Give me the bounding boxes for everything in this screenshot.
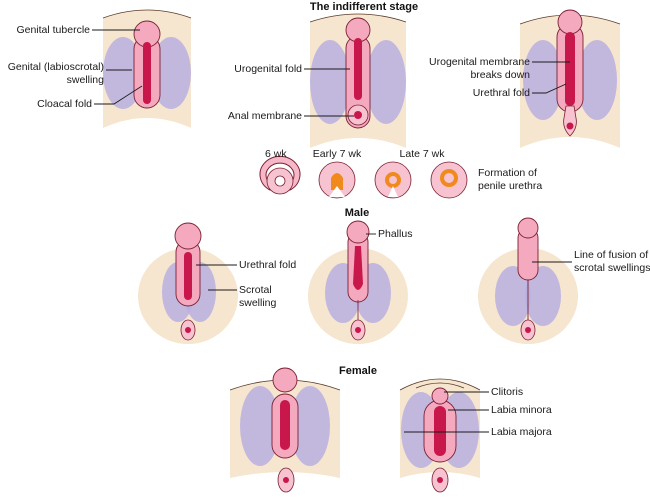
indifferent-figure-2 [309, 13, 407, 148]
male-figure-2 [308, 220, 408, 344]
label-urogenital-membrane-line1: Urogenital membrane [429, 56, 530, 68]
male-figure-1 [138, 222, 238, 344]
label-scrotal-swelling-line2: swelling [239, 297, 277, 309]
urethra-section-complete [430, 161, 468, 199]
urethra-section-6wk [259, 155, 301, 195]
label-phallus: Phallus [378, 228, 412, 240]
formation-caption-line2: penile urethra [478, 180, 542, 192]
leader-lines [92, 29, 572, 433]
urethra-section-early7wk [318, 161, 356, 199]
indifferent-figure-1 [102, 9, 192, 128]
stage-label-6wk: 6 wk [265, 148, 287, 160]
female-figure-2 [399, 378, 481, 493]
header-female: Female [339, 365, 377, 377]
label-urethral-fold-male: Urethral fold [239, 259, 296, 271]
indifferent-figure-3 [519, 9, 621, 148]
label-urogenital-membrane-line2: breaks down [470, 69, 530, 81]
urethra-section-late7wk [374, 161, 412, 199]
header-male: Male [345, 207, 369, 219]
stage-label-early7wk: Early 7 wk [313, 148, 362, 160]
label-urethral-fold-indifferent: Urethral fold [473, 87, 530, 99]
label-clitoris: Clitoris [491, 386, 523, 398]
female-figure-1 [229, 367, 341, 493]
label-anal-membrane: Anal membrane [228, 110, 302, 122]
stage-label-late7wk: Late 7 wk [400, 148, 446, 160]
label-genital-tubercle: Genital tubercle [16, 24, 90, 36]
label-labia-majora: Labia majora [491, 426, 552, 438]
header-indifferent-stage: The indifferent stage [310, 1, 418, 13]
label-line-of-fusion-line2: scrotal swellings [574, 262, 650, 274]
label-genital-swelling-line2: swelling [67, 74, 105, 86]
male-figure-3 [478, 217, 578, 344]
label-genital-swelling-line1: Genital (labioscrotal) [8, 61, 104, 73]
formation-caption-line1: Formation of [478, 167, 537, 179]
label-cloacal-fold: Cloacal fold [37, 98, 92, 110]
label-scrotal-swelling-line1: Scrotal [239, 284, 272, 296]
label-line-of-fusion-line1: Line of fusion of [574, 249, 648, 261]
label-labia-minora: Labia minora [491, 404, 552, 416]
label-urogenital-fold: Urogenital fold [234, 63, 302, 75]
